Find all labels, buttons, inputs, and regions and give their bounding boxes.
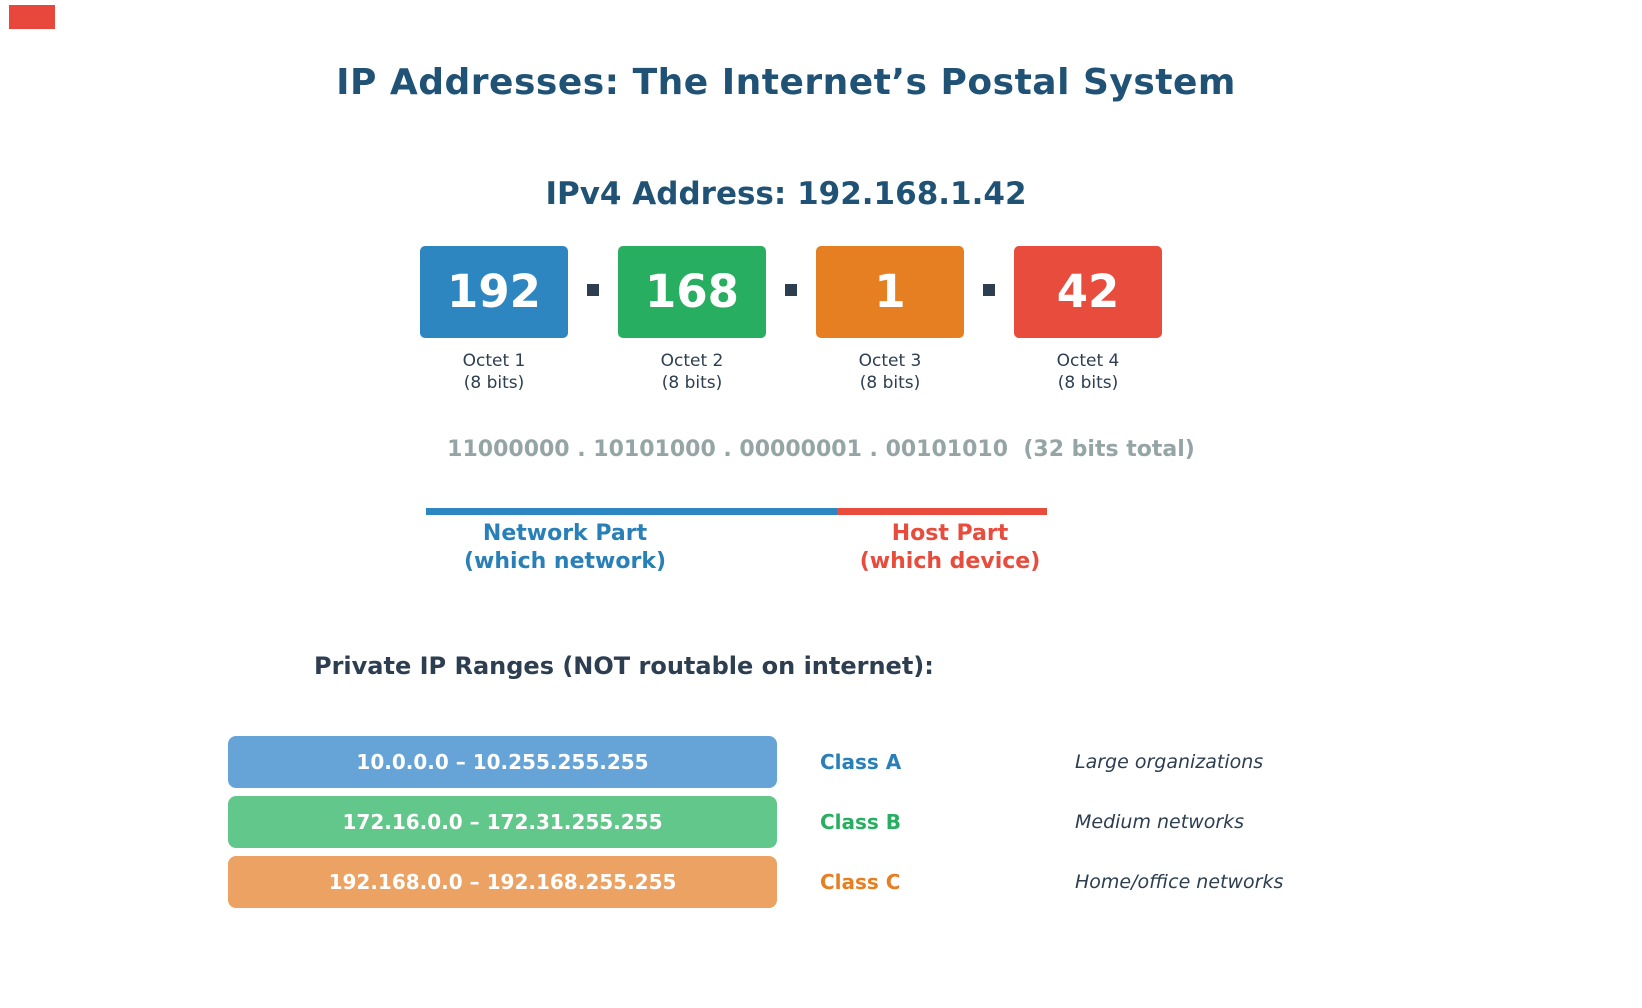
- range-bar-class-a: 10.0.0.0 – 10.255.255.255: [228, 736, 777, 788]
- network-part-title: Network Part: [482, 521, 648, 546]
- class-c-label: Class C: [820, 870, 901, 894]
- octet-box-4: 42: [1014, 246, 1162, 338]
- range-bar-class-c: 192.168.0.0 – 192.168.255.255: [228, 856, 777, 908]
- octet-caption-2: Octet 2 (8 bits): [618, 350, 766, 394]
- octet-value-2: 168: [645, 265, 739, 318]
- octet-caption-4: Octet 4 (8 bits): [1014, 350, 1162, 394]
- octet-box-1: 192: [420, 246, 568, 338]
- host-part-label: Host Part (which device): [800, 520, 1100, 576]
- network-part-subtitle: (which network): [463, 549, 667, 574]
- octet-caption-line2: (8 bits): [859, 373, 921, 393]
- octet-caption-1: Octet 1 (8 bits): [420, 350, 568, 394]
- page-title: IP Addresses: The Internet’s Postal Syst…: [336, 62, 1236, 103]
- class-c-description: Home/office networks: [1075, 871, 1284, 893]
- octet-value-3: 1: [874, 265, 906, 318]
- octet-dot-separator: [587, 284, 599, 296]
- octet-dot-separator: [785, 284, 797, 296]
- class-b-description: Medium networks: [1075, 811, 1245, 833]
- corner-marker: [9, 5, 55, 29]
- class-b-label: Class B: [820, 810, 902, 834]
- octet-caption-line2: (8 bits): [661, 373, 723, 393]
- octet-box-2: 168: [618, 246, 766, 338]
- network-part-label: Network Part (which network): [415, 520, 715, 576]
- octet-caption-3: Octet 3 (8 bits): [816, 350, 964, 394]
- host-part-title: Host Part: [891, 521, 1009, 546]
- class-a-label: Class A: [820, 750, 902, 774]
- host-part-line: [837, 508, 1047, 515]
- octet-value-4: 42: [1056, 265, 1120, 318]
- octet-caption-line1: Octet 2: [660, 351, 724, 371]
- host-part-subtitle: (which device): [859, 549, 1041, 574]
- ipv4-address-heading: IPv4 Address: 192.168.1.42: [545, 176, 1027, 212]
- octet-caption-line2: (8 bits): [1057, 373, 1119, 393]
- octet-dot-separator: [983, 284, 995, 296]
- octet-box-3: 1: [816, 246, 964, 338]
- class-a-description: Large organizations: [1075, 751, 1264, 773]
- binary-representation: 11000000 . 10101000 . 00000001 . 0010101…: [447, 437, 1195, 462]
- octet-caption-line1: Octet 4: [1056, 351, 1120, 371]
- range-bar-class-b: 172.16.0.0 – 172.31.255.255: [228, 796, 777, 848]
- private-ranges-heading: Private IP Ranges (NOT routable on inter…: [314, 652, 934, 680]
- octet-caption-line1: Octet 3: [858, 351, 922, 371]
- octet-caption-line2: (8 bits): [463, 373, 525, 393]
- octet-value-1: 192: [447, 265, 541, 318]
- octet-caption-line1: Octet 1: [462, 351, 526, 371]
- network-part-line: [426, 508, 837, 515]
